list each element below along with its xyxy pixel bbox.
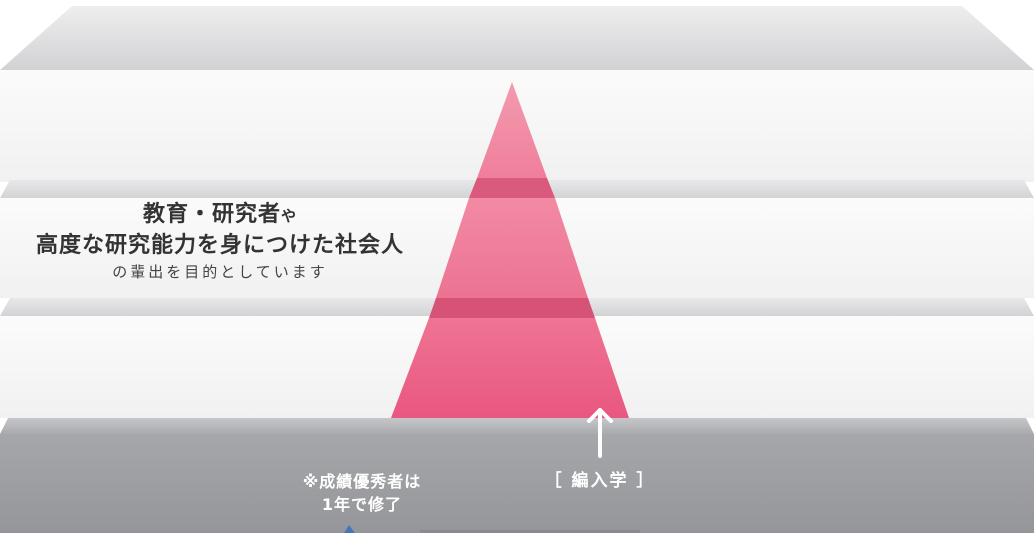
base-band	[0, 434, 1034, 533]
pyramid-bottom-segment	[391, 318, 629, 418]
top-slab	[0, 6, 1034, 70]
note-line-1: ※成績優秀者は	[302, 472, 422, 491]
note-line-2: 1年で修了	[321, 495, 403, 514]
headline: 教育・研究者や 高度な研究能力を身につけた社会人 の輩出を目的としています	[0, 200, 440, 283]
headline-particle: や	[281, 207, 298, 225]
base-underline	[420, 530, 640, 533]
indicator-marker	[344, 525, 355, 533]
pyramid-middle-segment	[436, 198, 588, 298]
transfer-arrow-icon	[587, 408, 613, 458]
transfer-label: ［ 編入学 ］	[544, 471, 656, 491]
headline-line-3: の輩出を目的としています	[112, 263, 328, 281]
pyramid-band-lower	[429, 298, 595, 318]
base-top-edge	[0, 418, 1034, 434]
pyramid-top-segment	[477, 82, 547, 178]
headline-line-2: 高度な研究能力を身につけた社会人	[35, 233, 404, 258]
pyramid-band-upper	[469, 178, 555, 198]
early-completion-note: ※成績優秀者は 1年で修了	[262, 470, 462, 516]
headline-main: 教育・研究者	[142, 202, 281, 227]
headline-line-1: 教育・研究者や	[0, 200, 440, 231]
